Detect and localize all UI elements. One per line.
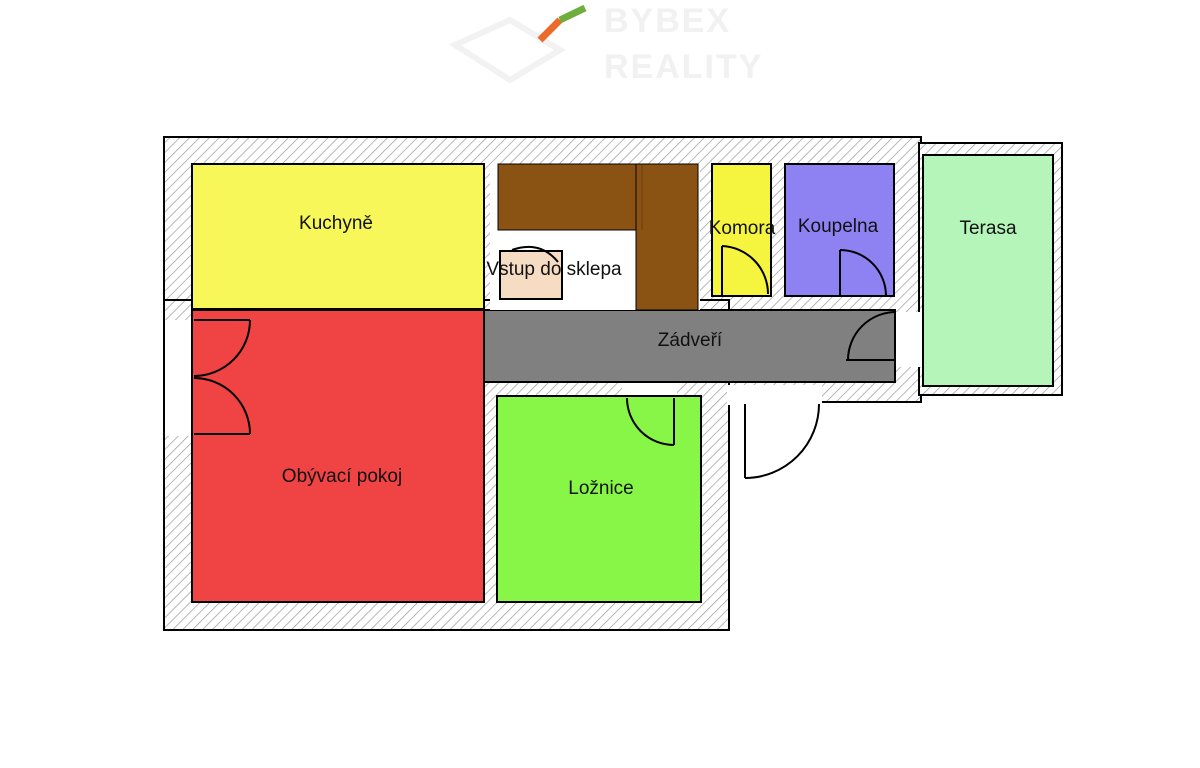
terrace-label: Terasa (959, 218, 1016, 239)
watermark-logo-stroke-orange (537, 17, 563, 43)
living-room-label: Obývací pokoj (282, 466, 402, 487)
labels: Kuchyně Vstup do sklepa Komora Koupelna … (282, 213, 1017, 499)
terrace-door-gap (895, 312, 923, 367)
living-door (193, 319, 251, 435)
entry-door-gap (727, 385, 822, 405)
watermark: BYBEX REALITY (448, 2, 763, 86)
bathroom-label: Koupelna (798, 216, 879, 237)
bedroom-label: Ložnice (568, 478, 634, 499)
terrace-door (846, 311, 897, 361)
rooms (191, 154, 1054, 603)
kitchen-room (191, 163, 485, 310)
living-window-gap (165, 320, 193, 436)
doors (193, 245, 897, 479)
pantry-door (721, 245, 770, 296)
hallway-room (483, 309, 896, 383)
watermark-line2: REALITY (604, 48, 763, 86)
pantry-label: Komora (709, 218, 776, 239)
cellar-hatch (499, 250, 563, 300)
hallway-label: Zádveří (658, 330, 723, 351)
watermark-line1: BYBEX (604, 2, 731, 40)
counter-side (635, 163, 699, 311)
entry-door (744, 403, 820, 479)
bedroom-door (626, 397, 675, 446)
cellar-entry-label: Vstup do sklepa (486, 259, 622, 280)
living-room (191, 309, 485, 603)
bedroom-room (496, 395, 702, 603)
cellar-door (511, 246, 559, 263)
kitchen-label: Kuchyně (299, 213, 373, 234)
watermark-logo-stroke-green (558, 4, 587, 24)
terrace-room (922, 154, 1054, 387)
watermark-logo (448, 16, 566, 84)
bathroom-door (839, 249, 887, 297)
